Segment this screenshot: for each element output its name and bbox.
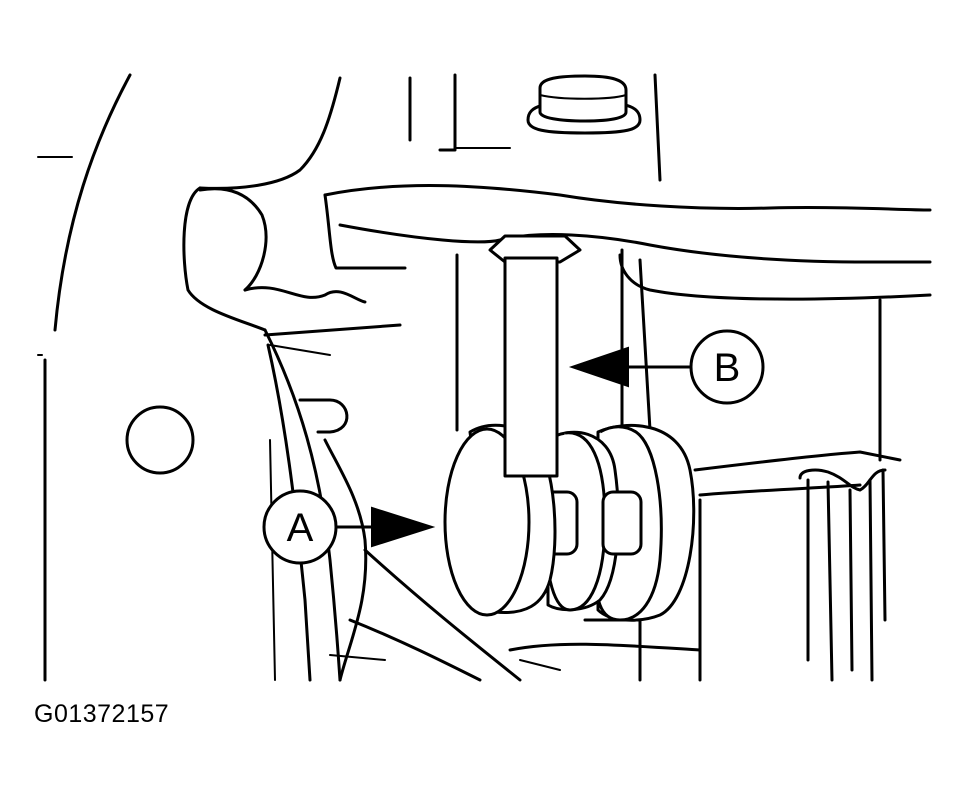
callout-b-label: B xyxy=(714,346,741,390)
upper-housing xyxy=(198,73,932,462)
callout-a: A xyxy=(262,489,436,565)
arrow-b xyxy=(568,346,629,388)
callout-a-label: A xyxy=(287,506,314,550)
figure-id: G01372157 xyxy=(34,700,170,728)
vertical-bar xyxy=(488,234,582,478)
housing-outline xyxy=(37,73,522,682)
filler-plug xyxy=(526,74,642,135)
roller-assembly xyxy=(443,423,696,622)
port-hole xyxy=(125,405,195,475)
callout-b: B xyxy=(568,329,765,405)
arrow-a xyxy=(371,506,436,548)
